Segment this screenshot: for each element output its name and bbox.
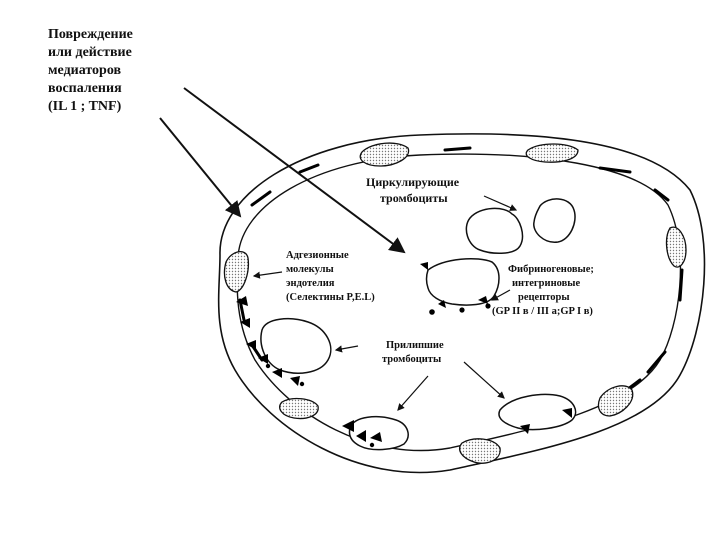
arrow-adhesion xyxy=(254,272,282,276)
endothelial-cell xyxy=(360,143,408,166)
circulating-platelet xyxy=(466,208,522,253)
label-circulating-line-1: Циркулирующие xyxy=(366,175,460,189)
endothelial-cell xyxy=(280,399,319,419)
circulating-platelet xyxy=(534,199,575,242)
label-receptors-line-2: интегриновые xyxy=(512,278,580,289)
arrow-adhered-right xyxy=(464,362,504,398)
adhered-platelet xyxy=(261,319,331,373)
arrow-to-lumen xyxy=(184,88,404,252)
label-adhered: Прилипшие тромбоциты xyxy=(382,340,444,365)
title-block: Повреждение или действие медиаторов восп… xyxy=(48,27,133,114)
endothelial-cell xyxy=(667,227,686,267)
arrow-platelet-left xyxy=(336,346,358,350)
label-adhesion-line-3: эндотелия xyxy=(286,278,335,289)
title-line-3: медиаторов xyxy=(48,63,121,78)
label-adhesion-line-1: Адгезионные xyxy=(286,250,349,261)
endothelial-cell xyxy=(526,144,578,162)
label-adhesion: Адгезионные молекулы эндотелия (Селектин… xyxy=(286,250,375,303)
label-receptors-line-3: рецепторы xyxy=(518,292,570,303)
endothelial-cell xyxy=(224,252,248,292)
title-line-1: Повреждение xyxy=(48,27,133,42)
label-adhered-line-1: Прилипшие xyxy=(386,340,444,351)
label-receptors: Фибриногеновые; интегриновые рецепторы (… xyxy=(492,264,594,317)
label-circulating-line-2: тромбоциты xyxy=(380,191,448,205)
title-line-2: или действие xyxy=(48,45,132,60)
title-line-5: (IL 1 ; TNF) xyxy=(48,99,122,114)
arrow-adhered-left xyxy=(398,376,428,410)
label-receptors-line-4: (GP II в / III а;GP I в) xyxy=(492,306,593,317)
label-adhered-line-2: тромбоциты xyxy=(382,354,441,365)
arrows xyxy=(160,88,516,410)
label-receptors-line-1: Фибриногеновые; xyxy=(508,264,594,275)
label-adhesion-line-2: молекулы xyxy=(286,264,334,275)
endothelial-cell xyxy=(598,386,632,416)
activated-platelet xyxy=(427,259,500,305)
endothelial-cell xyxy=(460,439,501,463)
title-line-4: воспаления xyxy=(48,81,122,96)
label-adhesion-line-4: (Селектины P,E.L) xyxy=(286,292,375,303)
label-circulating: Циркулирующие тромбоциты xyxy=(366,175,460,205)
arrow-to-wall xyxy=(160,118,240,216)
adhered-platelet xyxy=(499,395,576,430)
